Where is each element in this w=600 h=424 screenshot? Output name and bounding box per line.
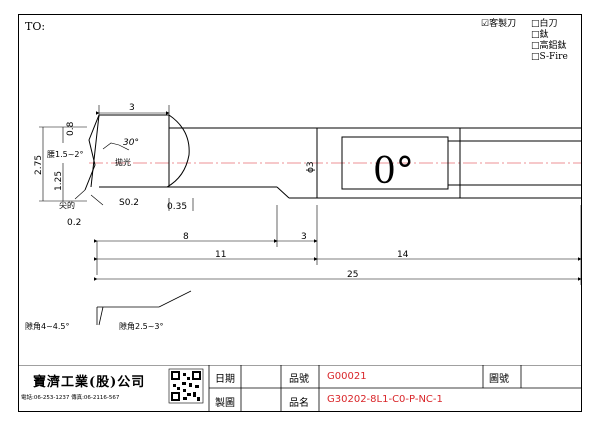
polish-note: 拋光	[115, 157, 131, 167]
tool-outline	[84, 114, 581, 199]
title-block: 寶濟工業(股)公司 電話:06-253-1237 傳真:06-2116-567 …	[19, 365, 581, 411]
option-s-fire[interactable]: □S-Fire	[531, 52, 568, 62]
clearance-angle-2: 隙角2.5~3°	[119, 321, 164, 331]
drawer-label: 製圖	[215, 398, 235, 409]
tip-note: 尖的	[59, 200, 75, 210]
part-name-label: 品名	[289, 398, 309, 409]
to-label: TO:	[25, 20, 46, 33]
date-label: 日期	[215, 374, 235, 385]
title-block-grid	[19, 365, 581, 411]
dim-0-35: 0.35	[167, 202, 187, 212]
drawing-sheet: TO: ☑客製刀 □白刀 □鈦 □高鋁鈦 □S-Fire	[18, 14, 582, 412]
dim-3-mid: 3	[301, 232, 307, 242]
dimension-lines	[39, 105, 582, 285]
phi3-label: ϕ3	[306, 161, 316, 173]
clearance-sketch	[96, 290, 192, 326]
option-titanium[interactable]: □鈦	[531, 30, 549, 40]
tool-drawing: 3 30° 0.8 2.75 1.25 腰1.5~2° 拋光 ϕ3 尖的 S0.…	[25, 103, 582, 331]
option-custom-tool[interactable]: ☑客製刀	[481, 19, 517, 29]
part-no-label: 品號	[289, 374, 309, 385]
waist-note: 腰1.5~2°	[47, 150, 84, 159]
dim-11: 11	[215, 250, 226, 260]
dim-0-2: 0.2	[67, 218, 81, 228]
option-white-tool[interactable]: □白刀	[531, 19, 558, 29]
dim-25: 25	[347, 270, 358, 280]
part-no-value: G00021	[327, 371, 367, 382]
dim-2-75: 2.75	[34, 155, 44, 175]
company-contact: 電話:06-253-1237 傳真:06-2116-567	[21, 395, 120, 401]
dim-3-top: 3	[129, 103, 135, 113]
dim-8: 8	[183, 232, 189, 242]
company-name: 寶濟工業(股)公司	[33, 375, 146, 390]
qr-code	[168, 368, 204, 404]
dim-0-8: 0.8	[66, 121, 76, 136]
dim-14: 14	[397, 250, 409, 260]
angle-30: 30°	[123, 138, 139, 148]
material-options: ☑客製刀 □白刀 □鈦 □高鋁鈦 □S-Fire	[481, 19, 568, 62]
clearance-angle-1: 隙角4~4.5°	[25, 321, 70, 331]
option-altin[interactable]: □高鋁鈦	[531, 41, 567, 51]
dim-1-25: 1.25	[54, 171, 64, 191]
s02-label: S0.2	[119, 198, 139, 208]
part-name-value: G30202-8L1-C0-P-NC-1	[327, 394, 443, 405]
drawing-no-label: 圖號	[489, 374, 509, 385]
zero-degree-label: 0°	[373, 151, 414, 192]
